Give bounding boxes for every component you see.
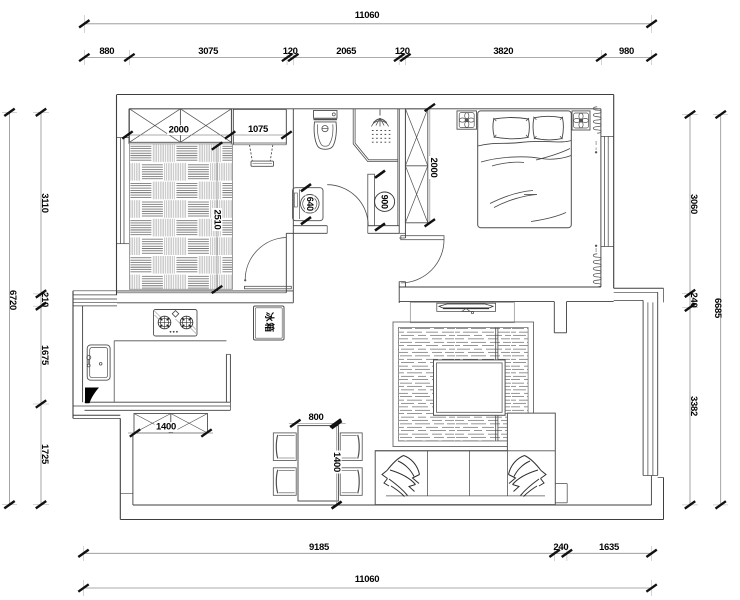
svg-text:1400: 1400 (156, 422, 176, 433)
svg-text:880: 880 (99, 46, 114, 57)
svg-text:11060: 11060 (355, 574, 379, 585)
svg-text:11060: 11060 (355, 10, 379, 21)
svg-text:3820: 3820 (493, 46, 513, 57)
svg-text:900: 900 (380, 195, 390, 209)
svg-text:6685: 6685 (712, 298, 723, 319)
svg-text:120: 120 (283, 46, 298, 57)
svg-text:640: 640 (305, 197, 315, 211)
svg-text:240: 240 (688, 293, 699, 308)
svg-text:1675: 1675 (39, 345, 50, 366)
svg-text:2065: 2065 (336, 46, 357, 57)
svg-text:9185: 9185 (309, 542, 330, 553)
svg-text:1400: 1400 (331, 452, 342, 472)
svg-text:210: 210 (39, 292, 50, 307)
svg-text:3075: 3075 (198, 46, 219, 57)
svg-text:冰箱: 冰箱 (263, 312, 275, 333)
svg-text:1725: 1725 (39, 444, 50, 465)
svg-text:3060: 3060 (688, 194, 699, 214)
svg-text:120: 120 (395, 46, 410, 57)
svg-text:2000: 2000 (169, 125, 189, 136)
svg-text:2000: 2000 (428, 158, 439, 178)
svg-text:980: 980 (619, 46, 634, 57)
svg-text:1635: 1635 (599, 542, 620, 553)
svg-text:6720: 6720 (7, 290, 18, 310)
svg-text:3382: 3382 (688, 396, 699, 416)
svg-text:1075: 1075 (248, 124, 269, 135)
svg-text:3110: 3110 (39, 193, 50, 212)
svg-text:2510: 2510 (212, 210, 223, 230)
svg-text:800: 800 (309, 412, 324, 423)
svg-text:240: 240 (553, 542, 568, 553)
